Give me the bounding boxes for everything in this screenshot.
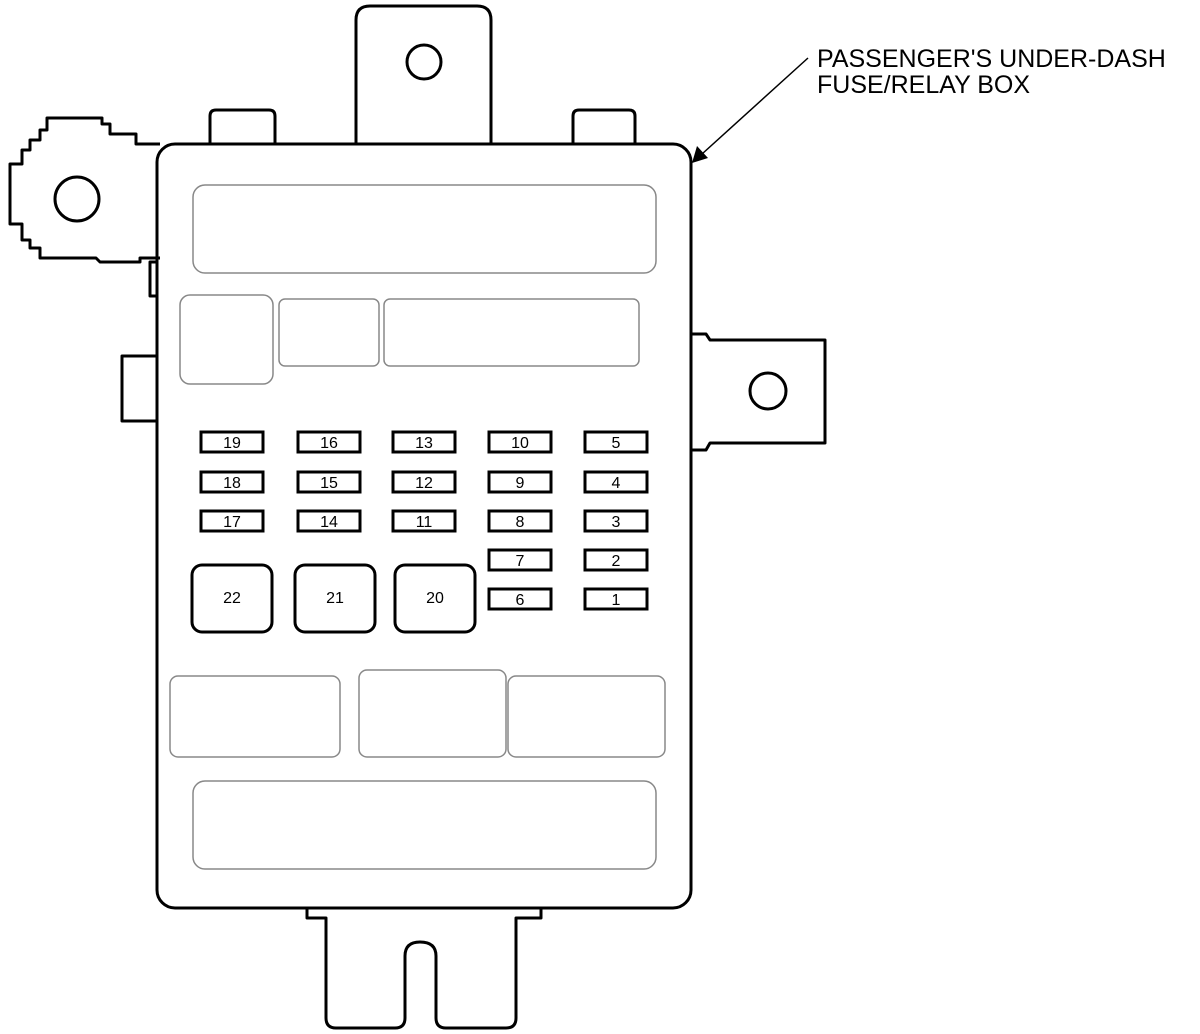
fuse-9-outline	[487, 470, 553, 494]
fuse-4-outline	[583, 470, 649, 494]
fuse-22-label: 22	[223, 590, 241, 607]
fuse-7-label: 7	[516, 553, 525, 570]
fuse-8-label: 8	[516, 514, 525, 531]
fuse-6: 6	[487, 587, 553, 611]
box-label-line-2: FUSE/RELAY BOX	[817, 71, 1031, 99]
top-relay-compartment	[192, 184, 657, 274]
fuse-9: 9	[487, 470, 553, 494]
fuse-14-label: 14	[320, 514, 338, 531]
fuse-14: 14	[296, 509, 362, 533]
fuse-10-label: 10	[511, 435, 529, 452]
fuse-16: 16	[296, 430, 362, 454]
left-side-notch	[120, 260, 157, 423]
fuse-12: 12	[391, 470, 457, 494]
fuse-1-label: 1	[612, 592, 621, 609]
fuse-18-label: 18	[223, 475, 241, 492]
fuse-16-outline	[296, 430, 362, 454]
housing-outline	[155, 142, 693, 910]
fuse-7: 7	[487, 548, 553, 572]
fuse-11: 11	[391, 509, 457, 533]
fuse-10-outline	[487, 430, 553, 454]
fuse-22-outline	[190, 563, 274, 634]
fuse-2-label: 2	[612, 553, 621, 570]
fuse-21-outline	[293, 563, 377, 634]
fuse-10: 10	[487, 430, 553, 454]
lower-relay-right	[507, 675, 666, 758]
fuse-1: 1	[583, 587, 649, 611]
fuse-5: 5	[583, 430, 649, 454]
lower-relay-middle	[358, 669, 507, 758]
fuse-20-label: 20	[426, 590, 444, 607]
fuse-18-outline	[199, 470, 265, 494]
fuse-3: 3	[583, 509, 649, 533]
fuse-22: 22	[190, 563, 274, 634]
fuse-3-label: 3	[612, 514, 621, 531]
fuse-15-label: 15	[320, 475, 338, 492]
relay-middle	[278, 298, 380, 367]
fuse-17-outline	[199, 509, 265, 533]
fuse-19-outline	[199, 430, 265, 454]
fuse-4-label: 4	[612, 475, 621, 492]
fuse-13-label: 13	[415, 435, 433, 452]
fuse-11-outline	[391, 509, 457, 533]
fuse-21-label: 21	[326, 590, 344, 607]
fuse-1-outline	[583, 587, 649, 611]
fuse-16-label: 16	[320, 435, 338, 452]
fuse-18: 18	[199, 470, 265, 494]
fuse-11-label: 11	[416, 514, 433, 531]
fuse-8-outline	[487, 509, 553, 533]
relay-right-wide	[383, 298, 640, 367]
fuse-13: 13	[391, 430, 457, 454]
top-right-tab	[571, 108, 637, 145]
fuse-15: 15	[296, 470, 362, 494]
right-mounting-hole	[748, 371, 788, 411]
fuse-20-outline	[393, 563, 477, 634]
left-mounting-hole	[53, 175, 101, 223]
fuse-3-outline	[583, 509, 649, 533]
fuse-17: 17	[199, 509, 265, 533]
bottom-connector	[305, 908, 543, 1030]
fuse-5-label: 5	[612, 435, 621, 452]
fuse-13-outline	[391, 430, 457, 454]
label-leader-line	[701, 57, 809, 155]
fuse-12-outline	[391, 470, 457, 494]
box-label-line-1: PASSENGER'S UNDER-DASH	[817, 45, 1166, 73]
top-mounting-hole	[405, 43, 443, 81]
fuse-12-label: 12	[415, 475, 433, 492]
fuse-21: 21	[293, 563, 377, 634]
fuse-14-outline	[296, 509, 362, 533]
fuse-6-outline	[487, 587, 553, 611]
fuse-15-outline	[296, 470, 362, 494]
top-left-tab	[208, 108, 277, 145]
fuse-20: 20	[393, 563, 477, 634]
left-bracket	[8, 116, 160, 264]
label-arrowhead	[692, 146, 708, 163]
bottom-relay-compartment	[192, 780, 657, 870]
relay-left-square	[179, 294, 274, 385]
fuse-9-label: 9	[516, 475, 525, 492]
fuse-8: 8	[487, 509, 553, 533]
fuse-7-outline	[487, 548, 553, 572]
fuse-5-outline	[583, 430, 649, 454]
fuse-17-label: 17	[223, 514, 241, 531]
lower-relay-left	[169, 675, 341, 758]
top-mounting-tab	[354, 4, 493, 145]
fuse-2: 2	[583, 548, 649, 572]
fuse-19: 19	[199, 430, 265, 454]
fuse-6-label: 6	[516, 592, 525, 609]
right-mounting-tab	[691, 332, 827, 452]
fuse-4: 4	[583, 470, 649, 494]
fuse-19-label: 19	[223, 435, 241, 452]
fuse-2-outline	[583, 548, 649, 572]
